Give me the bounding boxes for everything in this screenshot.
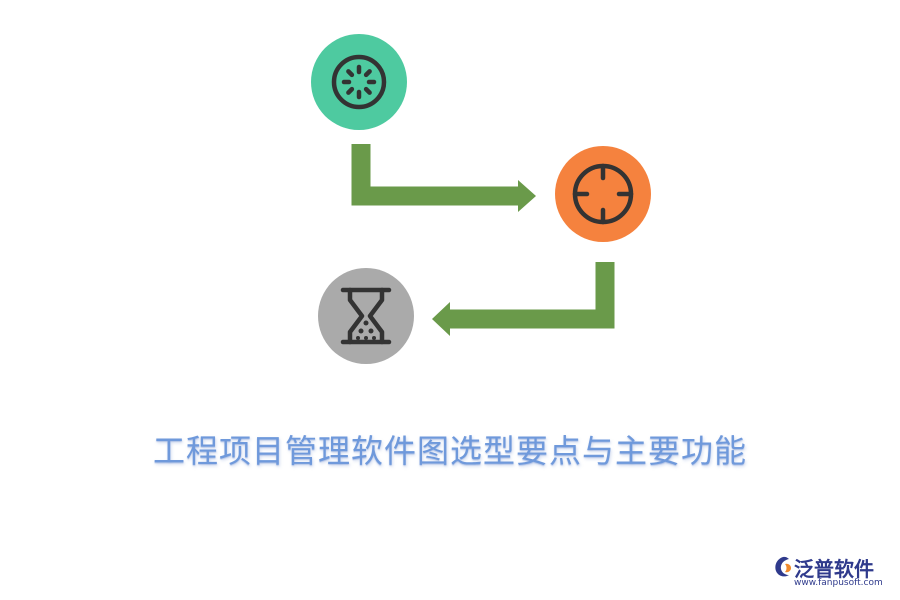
flow-arrow-2 (432, 262, 615, 336)
logo-mark-icon (775, 556, 791, 577)
flow-arrow-1 (351, 144, 536, 212)
loading-icon (331, 54, 387, 110)
hourglass-icon (340, 287, 392, 345)
brand-logo: 泛普软件 www.fanpusoft.com (772, 553, 894, 595)
step-node-3 (318, 268, 414, 364)
logo-url: www.fanpusoft.com (794, 578, 883, 588)
page-title: 工程项目管理软件图选型要点与主要功能 (152, 432, 747, 470)
step-node-1 (311, 34, 407, 130)
hourglass-sand (356, 320, 376, 340)
step-node-2 (555, 146, 651, 242)
target-icon (572, 163, 634, 225)
logo-name: 泛普软件 (794, 557, 874, 581)
